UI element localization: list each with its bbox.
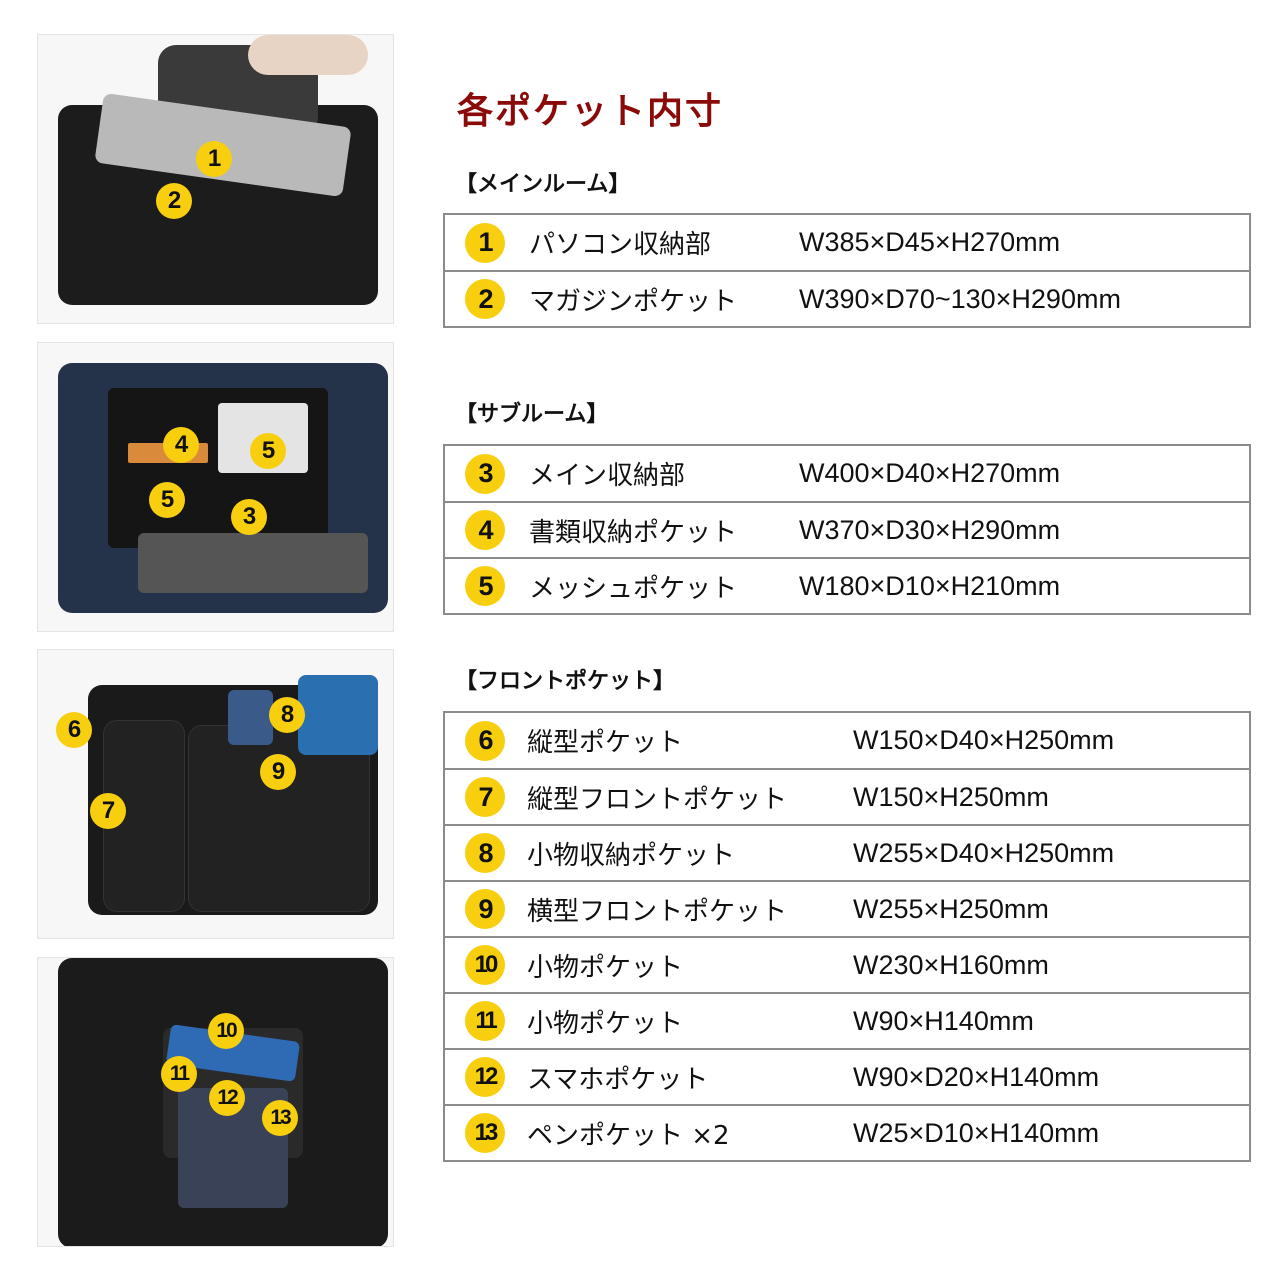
pocket-name: 縦型ポケット — [527, 728, 684, 758]
sub-room-table: 3 メイン収納部 W400×D40×H270mm 4 書類収納ポケット W370… — [443, 444, 1251, 615]
marker-3: 3 — [231, 499, 267, 535]
pocket-name: スマホポケット — [527, 1064, 709, 1095]
pocket-dimensions: W90×D20×H140mm — [853, 1061, 1100, 1092]
marker-6: 6 — [56, 712, 92, 748]
section-label-main-room: 【メインルーム】 — [455, 172, 631, 197]
table-row: 11 小物ポケット W90×H140mm — [445, 992, 1249, 1048]
table-row: 10 小物ポケット W230×H160mm — [445, 936, 1249, 992]
pocket-name: 横型フロントポケット — [527, 896, 788, 927]
front-inner-photo: 10 11 12 13 — [37, 957, 394, 1247]
number-badge: 4 — [465, 510, 505, 550]
pocket-name: パソコン収納部 — [529, 230, 712, 260]
pocket-name: 書類収納ポケット — [529, 517, 738, 548]
pocket-dimensions: W90×H140mm — [853, 1005, 1034, 1036]
pocket-name: 小物ポケット — [527, 1008, 684, 1039]
table-row: 3 メイン収納部 W400×D40×H270mm — [445, 446, 1249, 501]
pocket-dimensions: W255×H250mm — [853, 893, 1049, 924]
number-badge: 5 — [465, 566, 505, 606]
marker-7: 7 — [90, 793, 126, 829]
number-badge: 6 — [465, 720, 505, 761]
marker-10: 10 — [208, 1013, 244, 1049]
number-badge: 11 — [465, 1001, 505, 1041]
front-pocket-table: 6 縦型ポケット W150×D40×H250mm 7 縦型フロントポケット W1… — [443, 711, 1251, 1162]
table-row: 9 横型フロントポケット W255×H250mm — [445, 880, 1249, 936]
pocket-name: ペンポケット ×2 — [527, 1120, 730, 1151]
bag-lining — [138, 533, 368, 593]
marker-11: 11 — [161, 1056, 197, 1092]
section-label-front-pocket: 【フロントポケット】 — [455, 669, 676, 694]
number-badge: 2 — [465, 279, 505, 319]
marker-13: 13 — [262, 1100, 298, 1136]
pocket-dimensions: W230×H160mm — [853, 949, 1049, 980]
pocket-name: 縦型フロントポケット — [527, 784, 788, 815]
number-badge: 13 — [465, 1113, 505, 1153]
main-room-table: 1 パソコン収納部 W385×D45×H270mm 2 マガジンポケット W39… — [443, 213, 1251, 328]
marker-2: 2 — [156, 183, 192, 219]
number-badge: 7 — [465, 777, 505, 817]
table-row: 12 スマホポケット W90×D20×H140mm — [445, 1048, 1249, 1104]
number-badge: 3 — [465, 453, 505, 494]
number-badge: 8 — [465, 833, 505, 873]
marker-5b: 5 — [149, 482, 185, 518]
page-title: 各ポケット内寸 — [457, 91, 724, 132]
section-label-sub-room: 【サブルーム】 — [455, 402, 609, 427]
table-row: 13 ペンポケット ×2 W25×D10×H140mm — [445, 1104, 1249, 1160]
marker-1: 1 — [196, 141, 232, 177]
number-badge: 12 — [465, 1057, 505, 1097]
pocket-name: 小物収納ポケット — [527, 840, 736, 871]
tablet — [298, 675, 378, 755]
marker-12: 12 — [209, 1080, 245, 1116]
marker-9: 9 — [260, 754, 296, 790]
marker-4: 4 — [163, 427, 199, 463]
pocket-name: 小物ポケット — [527, 952, 684, 983]
table-row: 7 縦型フロントポケット W150×H250mm — [445, 768, 1249, 824]
pocket-dimensions: W180×D10×H210mm — [799, 570, 1061, 601]
marker-5a: 5 — [250, 433, 286, 469]
number-badge: 9 — [465, 889, 505, 929]
pocket-name: メッシュポケット — [529, 573, 738, 604]
hand — [248, 35, 368, 75]
sub-room-photo: 4 5 5 3 — [37, 342, 394, 632]
table-row: 6 縦型ポケット W150×D40×H250mm — [445, 713, 1249, 768]
table-row: 5 メッシュポケット W180×D10×H210mm — [445, 557, 1249, 613]
main-room-photo: 1 2 — [37, 34, 394, 324]
pocket-dimensions: W390×D70~130×H290mm — [799, 283, 1121, 314]
pocket-dimensions: W150×D40×H250mm — [853, 725, 1115, 755]
pocket-dimensions: W385×D45×H270mm — [799, 227, 1061, 257]
pocket-dimensions: W255×D40×H250mm — [853, 837, 1115, 868]
table-row: 4 書類収納ポケット W370×D30×H290mm — [445, 501, 1249, 557]
phone — [228, 690, 273, 745]
number-badge: 1 — [465, 222, 505, 263]
pocket-name: メイン収納部 — [529, 461, 686, 491]
table-row: 8 小物収納ポケット W255×D40×H250mm — [445, 824, 1249, 880]
pocket-dimensions: W25×D10×H140mm — [853, 1117, 1100, 1148]
number-badge: 10 — [465, 945, 505, 985]
marker-8: 8 — [269, 697, 305, 733]
pocket-name: マガジンポケット — [529, 286, 738, 317]
front-pocket-photo: 6 8 9 7 — [37, 649, 394, 939]
table-row: 1 パソコン収納部 W385×D45×H270mm — [445, 215, 1249, 270]
pocket-dimensions: W370×D30×H290mm — [799, 514, 1061, 545]
pocket-dimensions: W150×H250mm — [853, 781, 1049, 812]
table-row: 2 マガジンポケット W390×D70~130×H290mm — [445, 270, 1249, 326]
pocket-dimensions: W400×D40×H270mm — [799, 458, 1061, 488]
